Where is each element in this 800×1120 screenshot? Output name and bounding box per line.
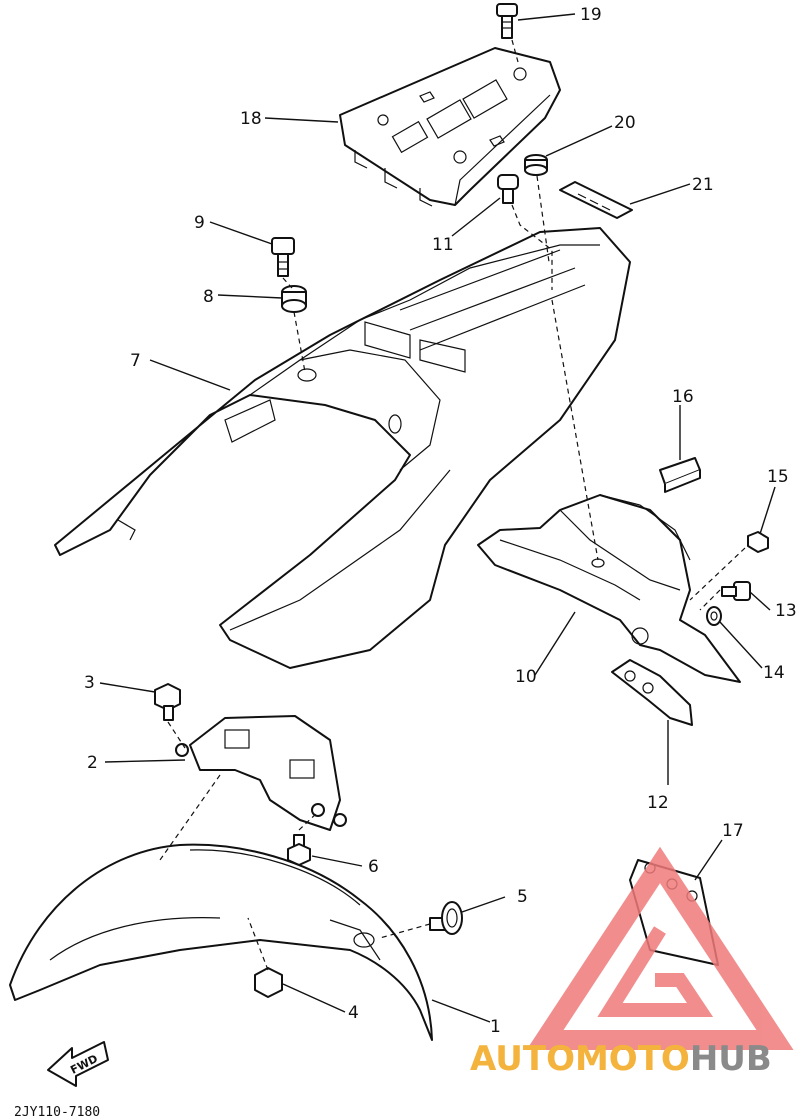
part-5-grommet <box>429 901 463 935</box>
part-6-bolt <box>287 834 311 866</box>
label-12: 12 <box>647 793 669 813</box>
label-5: 5 <box>517 887 528 907</box>
part-12-reflector-bracket <box>611 659 693 726</box>
label-21: 21 <box>692 175 714 195</box>
part-11-bolt <box>497 174 519 204</box>
label-16: 16 <box>672 387 694 407</box>
part-3-bolt <box>154 683 181 721</box>
callout-leaders <box>99 13 776 1023</box>
fwd-arrow: FWD <box>47 1041 109 1087</box>
part-21-emblem <box>559 181 633 219</box>
part-13-bolt <box>721 581 751 601</box>
part-1-front-fender <box>9 843 433 1041</box>
part-19-bolt <box>496 3 518 39</box>
label-20: 20 <box>614 113 636 133</box>
watermark-text-secondary: HUB <box>690 1039 772 1079</box>
part-14-washer <box>706 606 722 626</box>
label-9: 9 <box>194 213 205 233</box>
label-11: 11 <box>432 235 454 255</box>
label-13: 13 <box>775 601 797 621</box>
label-7: 7 <box>130 351 141 371</box>
part-number-labels: 19 18 20 21 11 9 8 7 16 15 13 14 10 12 3… <box>84 5 797 1037</box>
part-10-flap-bracket <box>477 494 741 683</box>
watermark-inner-mark-icon <box>597 926 714 1017</box>
part-20-grommet <box>524 154 548 176</box>
watermark-logo <box>526 846 794 1050</box>
label-2: 2 <box>87 753 98 773</box>
label-14: 14 <box>763 663 785 683</box>
part-18-rear-carrier <box>339 47 561 207</box>
part-7-rear-cowl <box>54 227 631 669</box>
watermark-triangle-icon <box>526 846 794 1050</box>
label-18: 18 <box>240 109 262 129</box>
label-6: 6 <box>368 857 379 877</box>
part-2-fender-bracket <box>175 715 347 831</box>
part-16-rubber-pad <box>659 457 701 493</box>
part-15-nut <box>747 531 769 553</box>
watermark-text-primary: AUTOMOTO <box>470 1039 690 1079</box>
part-4-nut <box>254 967 283 998</box>
label-17: 17 <box>722 821 744 841</box>
watermark-text: AUTOMOTOHUB <box>470 1039 772 1079</box>
part-9-bolt <box>271 237 295 277</box>
label-1: 1 <box>490 1017 501 1037</box>
assembly-guide-lines <box>159 39 746 971</box>
label-15: 15 <box>767 467 789 487</box>
label-19: 19 <box>580 5 602 25</box>
label-4: 4 <box>348 1003 359 1023</box>
drawing-code: 2JY110-7180 <box>14 1105 100 1120</box>
label-10: 10 <box>515 667 537 687</box>
label-8: 8 <box>203 287 214 307</box>
label-3: 3 <box>84 673 95 693</box>
part-8-collar <box>281 285 307 313</box>
